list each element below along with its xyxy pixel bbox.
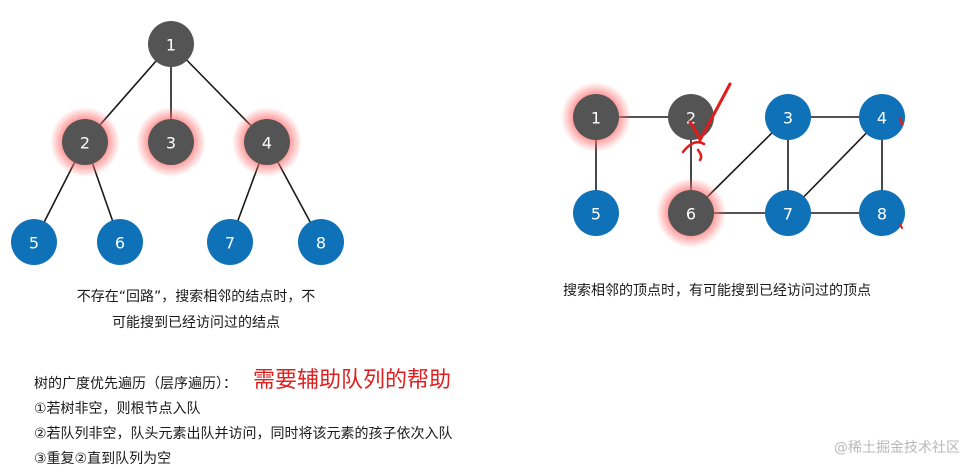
graph-node-7: 7 xyxy=(765,190,811,236)
tree-node-circle xyxy=(244,119,290,165)
red-tick-on-node-4 xyxy=(898,116,904,126)
tree-diagram: 1 2 3 4 5 6 7 8 xyxy=(11,21,344,265)
graph-node-circle xyxy=(573,190,619,236)
notes-step-1: ①若树非空，则根节点入队 xyxy=(34,401,201,417)
graph-node-circle xyxy=(765,190,811,236)
graph-node-6: 6 xyxy=(656,178,726,248)
graph-node-circle xyxy=(573,94,619,140)
tree-nodes: 1 2 3 4 5 6 7 8 xyxy=(11,21,344,265)
tree-node-1: 1 xyxy=(148,21,194,67)
red-scribble-mark xyxy=(681,141,706,162)
tree-caption-line2: 可能搜到已经访问过的结点 xyxy=(112,315,280,331)
graph-node-circle xyxy=(668,94,714,140)
graph-node-label: 2 xyxy=(686,109,696,128)
tree-node-8: 8 xyxy=(298,219,344,265)
tree-caption-line1: 不存在“回路”，搜索相邻的结点时，不 xyxy=(76,289,316,305)
graph-node-label: 8 xyxy=(877,205,887,224)
tree-node-label: 1 xyxy=(166,36,176,55)
tree-node-label: 5 xyxy=(29,234,39,253)
graph-edges xyxy=(595,116,883,214)
red-check-mark xyxy=(688,82,732,144)
graph-diagram: 1 2 3 4 5 6 7 8 xyxy=(561,82,905,248)
graph-caption: 搜索相邻的顶点时，有可能搜到已经访问过的顶点 xyxy=(563,283,871,299)
graph-node-label: 4 xyxy=(877,109,887,128)
graph-node-label: 1 xyxy=(591,109,601,128)
graph-node-circle xyxy=(859,190,905,236)
tree-node-label: 2 xyxy=(80,134,90,153)
tree-node-label: 4 xyxy=(262,134,272,153)
red-tick-on-node-8 xyxy=(899,223,903,229)
tree-caption: 不存在“回路”，搜索相邻的结点时，不 可能搜到已经访问过的结点 xyxy=(46,284,346,336)
tree-node-6: 6 xyxy=(97,219,143,265)
tree-node-circle xyxy=(148,119,194,165)
graph-nodes: 1 2 3 4 5 6 7 8 xyxy=(561,82,905,248)
notes-step-3: ③重复②直到队列为空 xyxy=(34,451,172,467)
tree-node-circle xyxy=(11,219,57,265)
graph-node-8: 8 xyxy=(859,190,905,236)
tree-node-2: 2 xyxy=(50,107,120,177)
red-check-annotation xyxy=(681,82,904,229)
tree-node-circle xyxy=(207,219,253,265)
graph-node-label: 7 xyxy=(783,205,793,224)
notes-step-2: ②若队列非空，队头元素出队并访问，同时将该元素的孩子依次入队 xyxy=(34,426,453,442)
tree-node-7: 7 xyxy=(207,219,253,265)
graph-node-5: 5 xyxy=(573,190,619,236)
graph-node-circle xyxy=(668,190,714,236)
tree-node-3: 3 xyxy=(136,107,206,177)
graph-node-label: 6 xyxy=(686,205,696,224)
graph-node-label: 3 xyxy=(783,109,793,128)
tree-node-circle xyxy=(148,21,194,67)
tree-node-label: 8 xyxy=(316,234,326,253)
notes-title: 树的广度优先遍历（层序遍历）： xyxy=(34,376,237,392)
graph-node-3: 3 xyxy=(765,94,811,140)
graph-node-1: 1 xyxy=(561,82,631,152)
tree-node-circle xyxy=(97,219,143,265)
tree-node-label: 6 xyxy=(115,234,125,253)
tree-node-5: 5 xyxy=(11,219,57,265)
graph-node-circle xyxy=(859,94,905,140)
graph-node-4: 4 xyxy=(859,94,905,140)
graph-node-label: 5 xyxy=(591,205,601,224)
tree-node-label: 7 xyxy=(225,234,235,253)
graph-node-circle xyxy=(765,94,811,140)
graph-node-2: 2 xyxy=(668,94,714,140)
tree-node-label: 3 xyxy=(166,134,176,153)
tree-node-circle xyxy=(298,219,344,265)
bfs-notes: 树的广度优先遍历（层序遍历）： 需要辅助队列的帮助 ①若树非空，则根节点入队 ②… xyxy=(34,368,453,472)
tree-node-4: 4 xyxy=(232,107,302,177)
queue-highlight: 需要辅助队列的帮助 xyxy=(253,368,452,393)
watermark: @稀土掘金技术社区 xyxy=(834,440,960,456)
tree-node-circle xyxy=(62,119,108,165)
notes-headline: 树的广度优先遍历（层序遍历）： 需要辅助队列的帮助 xyxy=(34,368,453,397)
